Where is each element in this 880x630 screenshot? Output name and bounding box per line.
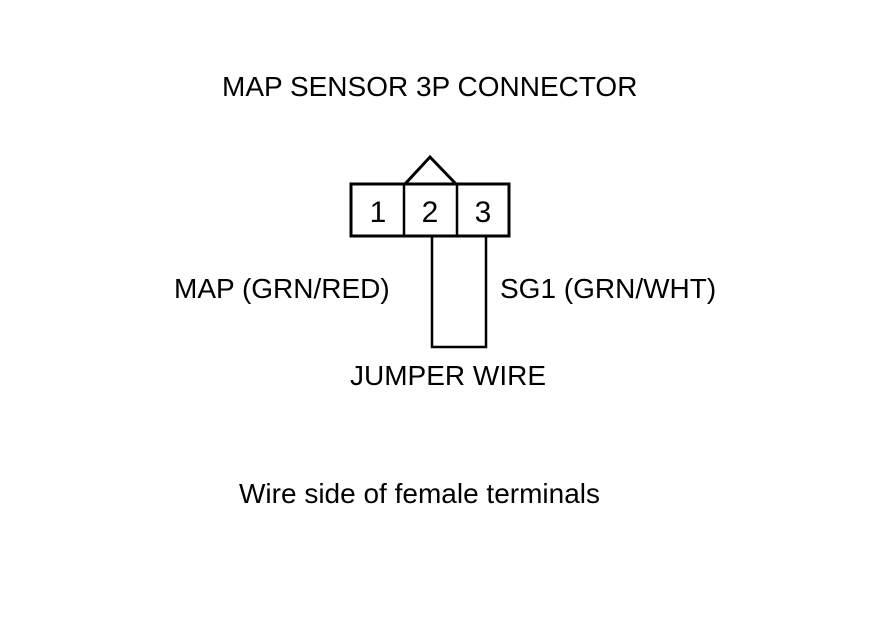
map-wire-label: MAP (GRN/RED) (174, 273, 390, 304)
pin-1-label: 1 (370, 196, 387, 229)
sg1-wire-label: SG1 (GRN/WHT) (500, 273, 717, 304)
pin-3-label: 3 (475, 196, 492, 229)
connector-housing (349, 182, 511, 238)
jumper-wire-label: JUMPER WIRE (350, 360, 546, 391)
connector-lock-tab (403, 154, 458, 186)
diagram-title: MAP SENSOR 3P CONNECTOR (222, 71, 638, 102)
view-caption: Wire side of female terminals (239, 478, 601, 509)
jumper-wire (430, 236, 488, 349)
pin-2-label: 2 (422, 196, 439, 229)
